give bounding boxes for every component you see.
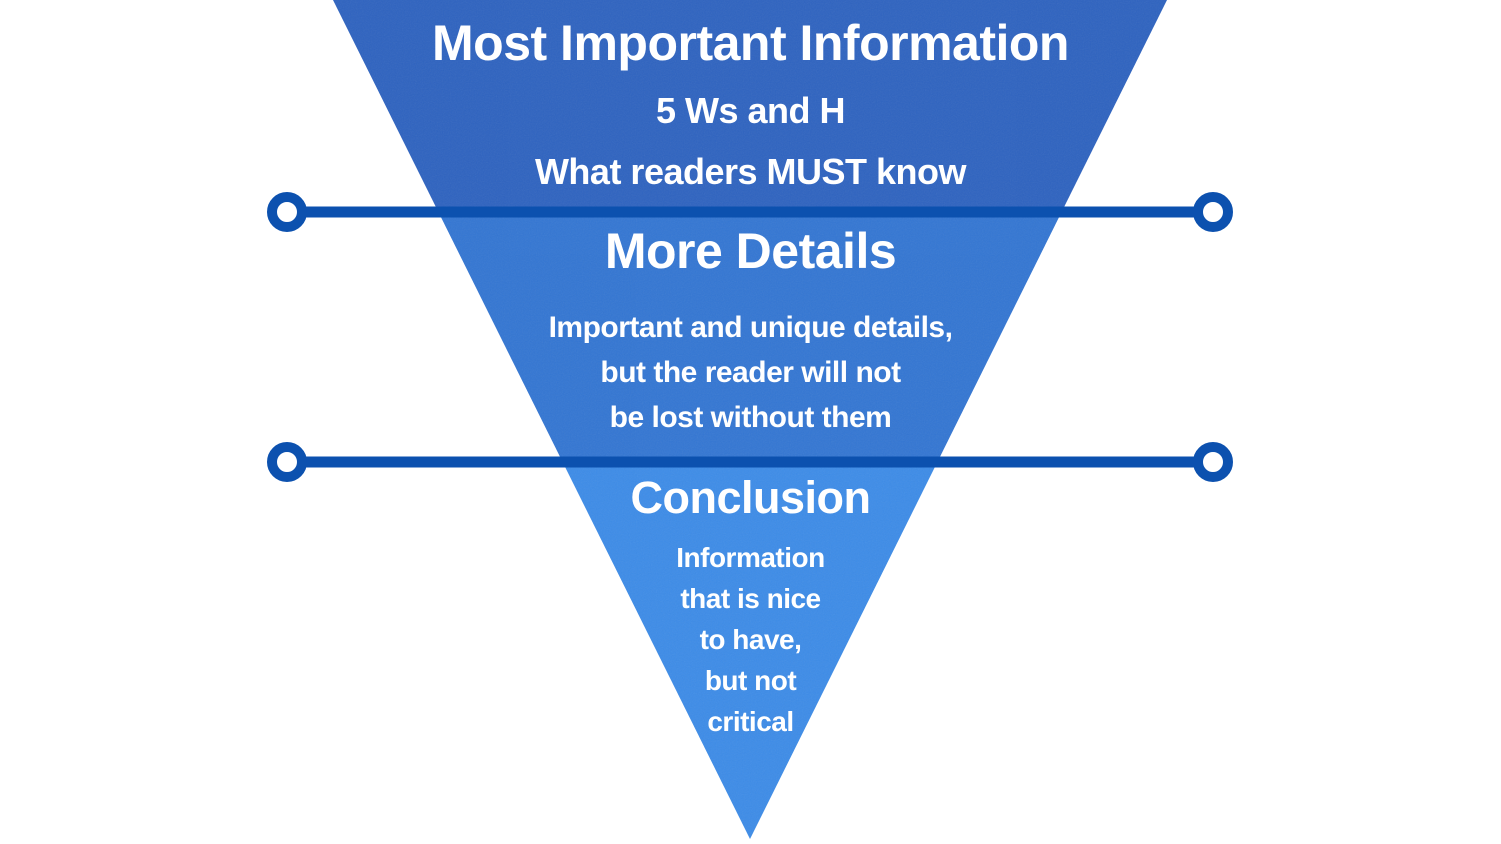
divider-bottom-left-ring-icon	[267, 442, 307, 482]
divider-top-left-ring-icon	[267, 192, 307, 232]
grain-texture	[333, 0, 1167, 839]
divider-top-right-ring-icon	[1193, 192, 1233, 232]
divider-bottom-right-ring-icon	[1193, 442, 1233, 482]
